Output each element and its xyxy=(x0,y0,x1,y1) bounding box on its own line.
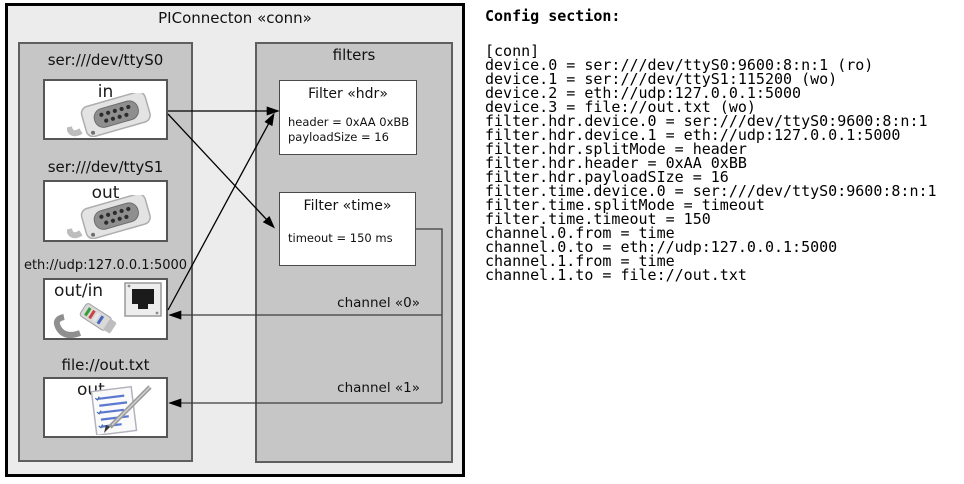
filter-time-attributes: timeout = 150 ms xyxy=(288,231,393,245)
diagram-title: PIConnecton «conn» xyxy=(158,9,312,27)
filters-group-title: filters xyxy=(332,46,376,64)
filter-hdr-box: Filter «hdr» header = 0xAA 0xBB payloadS… xyxy=(279,80,417,155)
device-box-ttys1: out xyxy=(43,180,168,242)
serial-db9-connector-icon xyxy=(67,93,151,137)
device-mode-label: in xyxy=(97,82,114,102)
channel-0-label: channel «0» xyxy=(337,295,420,311)
device-uri-label-eth: eth://udp:127.0.0.1:5000 xyxy=(23,258,188,273)
device-uri-label-ttys1: ser:///dev/ttyS1 xyxy=(47,158,164,176)
device-mode-label: out xyxy=(91,183,120,203)
config-section-heading: Config section: xyxy=(485,7,621,25)
device-box-eth: out/in xyxy=(43,278,168,340)
filter-time-box: Filter «time» timeout = 150 ms xyxy=(279,192,416,266)
filter-hdr-title: Filter «hdr» xyxy=(308,86,388,102)
serial-db9-connector-icon xyxy=(67,195,151,239)
device-mode-label: out/in xyxy=(54,281,104,301)
device-box-ttys0: in xyxy=(43,79,168,140)
filter-time-title: Filter «time» xyxy=(303,198,392,214)
channel-1-label: channel «1» xyxy=(337,380,420,396)
device-uri-label-ttys0: ser:///dev/ttyS0 xyxy=(47,51,164,69)
ethernet-rj45-icon xyxy=(53,282,162,338)
device-box-file: out xyxy=(43,377,168,438)
filter-hdr-attributes: header = 0xAA 0xBB payloadSize = 16 xyxy=(288,115,410,144)
device-uri-label-file: file://out.txt xyxy=(61,356,150,374)
file-notes-icon xyxy=(90,385,152,435)
config-lines: [conn] device.0 = ser:///dev/ttyS0:9600:… xyxy=(485,42,937,284)
